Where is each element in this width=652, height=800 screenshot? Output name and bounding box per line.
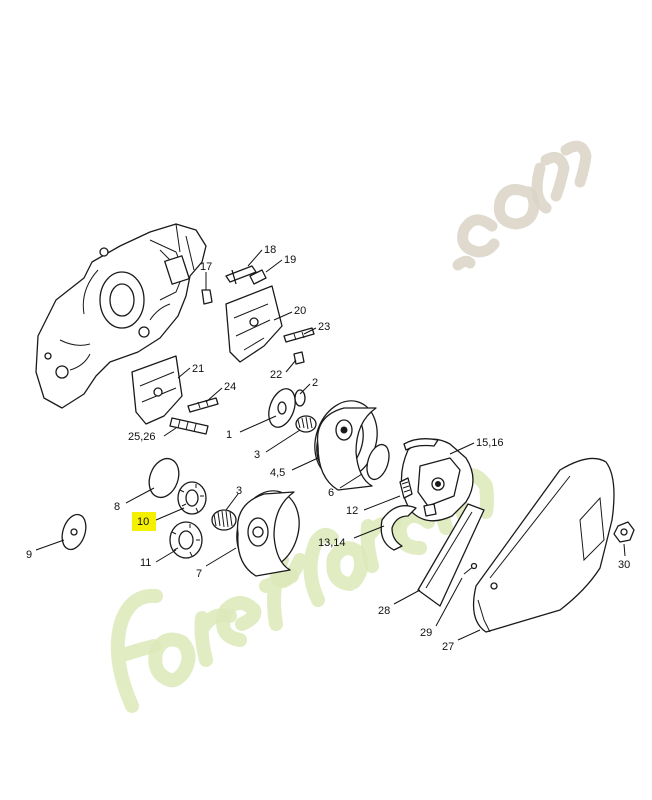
part-3-needle-bearing (211, 509, 237, 531)
part-19-sleeve (249, 269, 267, 285)
label-part-4-5: 4,5 (270, 467, 285, 479)
label-part-18: 18 (264, 244, 276, 256)
part-7-clutch-drum (236, 490, 300, 577)
label-part-29: 29 (420, 627, 432, 639)
label-part-7: 7 (196, 568, 202, 580)
label-part-25-26: 25,26 (128, 431, 156, 443)
part-15-16-clutch (400, 438, 474, 522)
label-part-23: 23 (318, 321, 330, 333)
part-1-washer (268, 388, 296, 428)
label-part-6: 6 (328, 487, 334, 499)
label-part-27: 27 (442, 641, 454, 653)
part-labels: 1 2 3 4,5 6 7 8 9 10 11 3 12 13,14 15,16… (26, 244, 630, 653)
part-4-5-clutch-drum (314, 400, 378, 491)
part-11-rim-sprocket (169, 521, 203, 559)
part-6-washer (366, 443, 390, 481)
part-23-stud (283, 327, 315, 343)
label-part-8: 8 (114, 501, 120, 513)
label-part-21: 21 (192, 363, 204, 375)
highlight-part-10 (132, 512, 156, 531)
label-part-15-16: 15,16 (476, 437, 504, 449)
part-29-screw (463, 562, 478, 575)
part-17-screw (201, 278, 213, 305)
label-part-30: 30 (618, 559, 630, 571)
label-part-9: 9 (26, 549, 32, 561)
part-9-washer (61, 513, 87, 551)
part-8-washer (148, 457, 180, 499)
label-part-2: 2 (312, 377, 318, 389)
label-part-24: 24 (224, 381, 236, 393)
part-25-26-stud (169, 417, 209, 435)
label-part-22: 22 (270, 369, 282, 381)
label-part-3: 3 (254, 449, 260, 461)
part-3-needle-cage (295, 415, 317, 433)
label-part-3-lower: 3 (236, 485, 242, 497)
part-24-stud (187, 397, 219, 413)
part-20-guide-plate (225, 285, 283, 363)
part-28-chain-guide (417, 503, 485, 607)
label-part-28: 28 (378, 605, 390, 617)
part-21-guide-plate (131, 355, 183, 425)
label-part-12: 12 (346, 505, 358, 517)
label-part-13-14: 13,14 (318, 537, 346, 549)
label-part-11: 11 (140, 557, 151, 569)
leader-lines (35, 249, 626, 641)
part-27-sprocket-cover (472, 457, 615, 633)
label-part-10: 10 (137, 516, 149, 528)
label-part-17: 17 (200, 261, 212, 273)
part-10-sprocket (177, 481, 207, 515)
watermark-domain (452, 140, 592, 271)
label-part-1: 1 (226, 429, 232, 441)
label-part-19: 19 (284, 254, 296, 266)
crankcase-housing (35, 223, 207, 409)
part-30-nut (613, 521, 635, 543)
part-18-stud (225, 265, 257, 285)
part-22-screw (293, 351, 305, 365)
part-13-14-clutch-shoe (380, 505, 417, 551)
label-part-20: 20 (294, 305, 306, 317)
part-12-spring (399, 477, 437, 517)
part-2-sleeve (294, 389, 306, 407)
